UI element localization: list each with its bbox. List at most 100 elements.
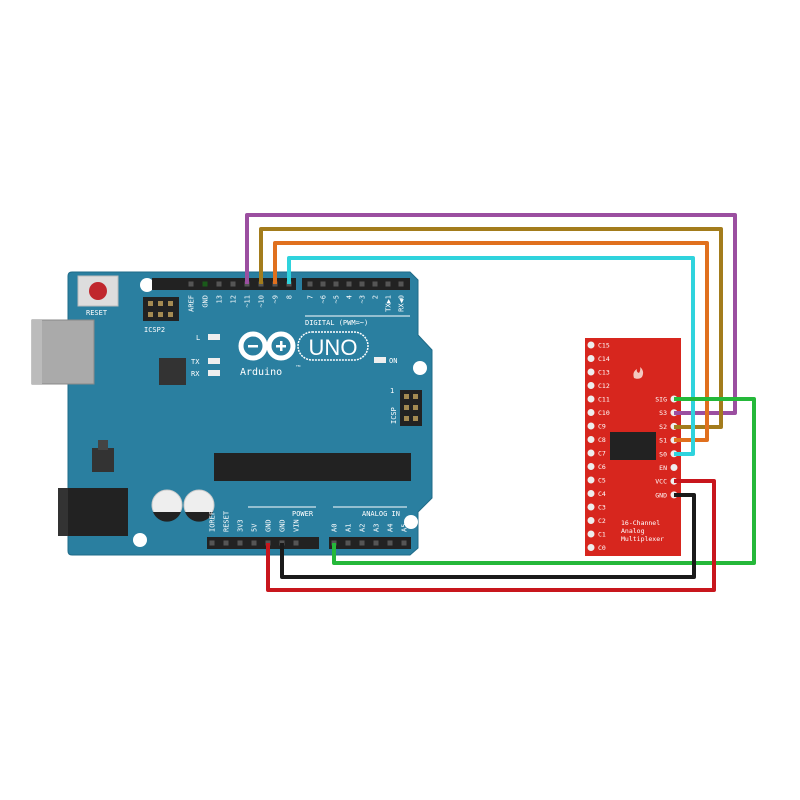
mux-pin[interactable]: [587, 422, 595, 430]
header-pin[interactable]: [398, 281, 404, 287]
header-pin[interactable]: [345, 540, 351, 546]
digital-pin-label: ~9: [272, 295, 280, 303]
header-pin[interactable]: [387, 540, 393, 546]
analog-label: ANALOG IN: [362, 510, 400, 518]
header-pin[interactable]: [230, 281, 236, 287]
mux-pin[interactable]: [587, 503, 595, 511]
mux-pin[interactable]: [587, 436, 595, 443]
wire-gnd-gnd[interactable]: [280, 493, 696, 579]
header-pin[interactable]: [188, 281, 194, 287]
mux-pin-label: VCC: [655, 478, 667, 486]
header-pin[interactable]: [237, 540, 243, 546]
digital-pin-label: ~10: [258, 295, 266, 308]
mux-pin-label: EN: [659, 464, 667, 472]
power-pin-label: 5V: [251, 523, 259, 532]
header-pin[interactable]: [202, 281, 208, 287]
mux-pin[interactable]: [670, 464, 678, 471]
header-pin[interactable]: [209, 540, 215, 546]
model-label: UNO: [309, 335, 358, 360]
power-pin-label: RESET: [223, 510, 231, 532]
header-pin[interactable]: [251, 540, 257, 546]
header-pin[interactable]: [223, 540, 229, 546]
sparkfun-flame-icon: [633, 367, 644, 379]
reset-button[interactable]: [77, 275, 119, 307]
mux-pin-label: GND: [655, 491, 667, 499]
power-pin-label: IOREF: [209, 511, 217, 532]
header-pin[interactable]: [359, 540, 365, 546]
mux-pin[interactable]: [587, 544, 595, 551]
wire-d8-s0[interactable]: [287, 256, 695, 456]
mux-pin[interactable]: [587, 490, 595, 497]
analog-pin-label: A0: [331, 524, 339, 532]
mux-pin[interactable]: [587, 382, 595, 389]
digital-pin-label: 4: [346, 295, 354, 299]
header-pin[interactable]: [333, 281, 339, 287]
header-pin[interactable]: [373, 540, 379, 546]
power-pin-label: GND: [279, 519, 287, 532]
mux-pin[interactable]: [587, 449, 595, 457]
mux-pin[interactable]: [587, 463, 595, 470]
power-jack: [58, 488, 128, 536]
header-pin[interactable]: [401, 540, 407, 546]
icsp-label: ICSP: [390, 407, 398, 424]
header-pin[interactable]: [346, 281, 352, 287]
usb-port: [31, 319, 95, 385]
mux-pin[interactable]: [587, 355, 595, 362]
mux-pin[interactable]: [587, 341, 595, 349]
led-l-label: L: [196, 334, 200, 342]
mux-chip: [610, 432, 656, 460]
wire-d11-s3[interactable]: [245, 213, 737, 415]
header-pin[interactable]: [307, 281, 313, 287]
usb-chip: [159, 358, 186, 385]
digital-pin-label: TX▶1: [385, 295, 393, 312]
analog-pin-label: A5: [401, 524, 409, 532]
mux-pin-label: C11: [598, 396, 610, 404]
mux-pin-label: C7: [598, 450, 606, 458]
wire-5v-vcc[interactable]: [266, 479, 716, 592]
mux-pin-label: C10: [598, 409, 610, 417]
digital-pin-label: ~5: [333, 295, 341, 303]
wire-d9-s1[interactable]: [273, 241, 709, 442]
reset-label: RESET: [86, 309, 108, 317]
mux-pin-label: C2: [598, 517, 606, 525]
digital-pin-label: ~11: [244, 295, 252, 308]
header-pin[interactable]: [372, 281, 378, 287]
mux-pin-label: C14: [598, 355, 610, 363]
arduino-wordmark: Arduino: [240, 367, 282, 378]
mux-pin-label: S3: [659, 409, 667, 417]
header-pin[interactable]: [385, 281, 391, 287]
digital-header-2: [302, 278, 410, 290]
capacitor: [151, 489, 183, 522]
mux-pin-label: C13: [598, 369, 610, 377]
arduino-logo: UNO Arduino TM: [238, 331, 369, 378]
header-pin[interactable]: [216, 281, 222, 287]
wire-a0-sig[interactable]: [332, 397, 756, 565]
digital-pin-label: ~3: [359, 295, 367, 303]
mux-pin[interactable]: [587, 517, 595, 524]
led-rx-label: RX: [191, 370, 200, 378]
digital-pin-label: RX◀0: [398, 295, 406, 312]
analog-header: [329, 537, 411, 549]
mux-pin[interactable]: [587, 530, 595, 538]
mux-title-line-3: Multiplexer: [621, 535, 664, 543]
digital-pin-label: 8: [286, 295, 294, 299]
mux-pin[interactable]: [587, 476, 595, 484]
power-pin-label: VIN: [293, 519, 301, 532]
power-pin-label: 3V3: [237, 519, 245, 532]
wires: [245, 213, 756, 592]
icsp2-header: [143, 297, 179, 321]
header-pin[interactable]: [359, 281, 365, 287]
mux-pin[interactable]: [587, 395, 595, 403]
mux-pin[interactable]: [587, 368, 595, 376]
digital-pin-label: ~6: [320, 295, 328, 303]
digital-pin-label: GND: [202, 295, 210, 308]
mux-pin-label: SIG: [655, 396, 667, 404]
header-pin[interactable]: [320, 281, 326, 287]
arduino-uno-board: RESET ICSP2 ICSP 1 L TX: [31, 271, 433, 556]
header-pin[interactable]: [293, 540, 299, 546]
mux-pin-label: C0: [598, 544, 606, 552]
mux-pin[interactable]: [587, 409, 595, 416]
power-pin-label: GND: [265, 519, 273, 532]
mux-pin-label: S0: [659, 450, 667, 458]
